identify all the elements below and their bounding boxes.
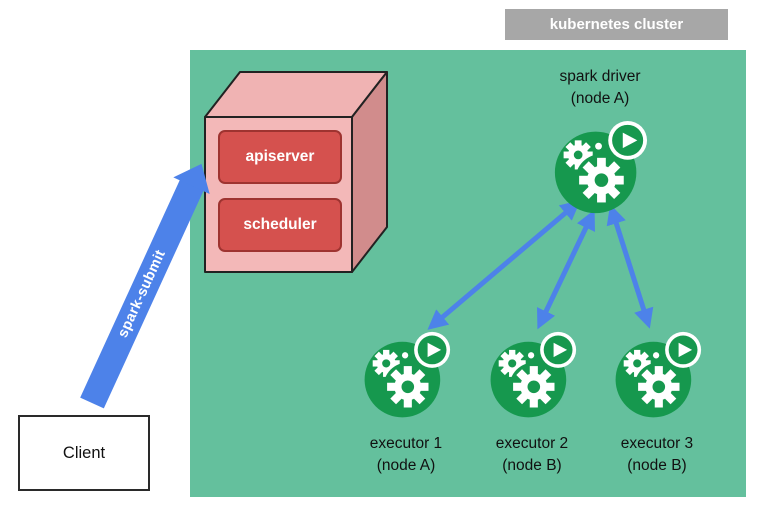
- spark-driver-title: spark driver: [559, 68, 641, 85]
- kubernetes-cluster-label: kubernetes cluster: [505, 9, 728, 40]
- spark-driver-node: (node A): [570, 89, 630, 107]
- executor-2-node: (node B): [502, 456, 562, 474]
- spark-driver-label: spark driver (node A): [515, 66, 685, 109]
- executor-1-label: executor 1 (node A): [331, 433, 481, 476]
- executor-3-icon: [615, 331, 702, 418]
- executor-2-label: executor 2 (node B): [457, 433, 607, 476]
- executor-1-title: executor 1: [369, 435, 443, 452]
- executor-3-label: executor 3 (node B): [582, 433, 732, 476]
- scheduler-label: scheduler: [243, 216, 317, 233]
- executor-2-title: executor 2: [495, 435, 569, 452]
- executor-3-node: (node B): [627, 456, 687, 474]
- executor-1-icon: [364, 331, 451, 418]
- client-label: Client: [62, 443, 106, 462]
- spark-submit-arrow: spark-submit: [80, 179, 204, 409]
- executor-1-node: (node A): [376, 456, 436, 474]
- executor-2-icon: [490, 331, 577, 418]
- spark-driver-icon: [554, 120, 648, 214]
- executor-3-title: executor 3: [620, 435, 694, 452]
- apiserver-label: apiserver: [245, 148, 315, 165]
- client-box: Client: [18, 415, 150, 491]
- apiserver-box: apiserver: [218, 130, 342, 184]
- spark-submit-label: spark-submit: [114, 247, 169, 341]
- scheduler-box: scheduler: [218, 198, 342, 252]
